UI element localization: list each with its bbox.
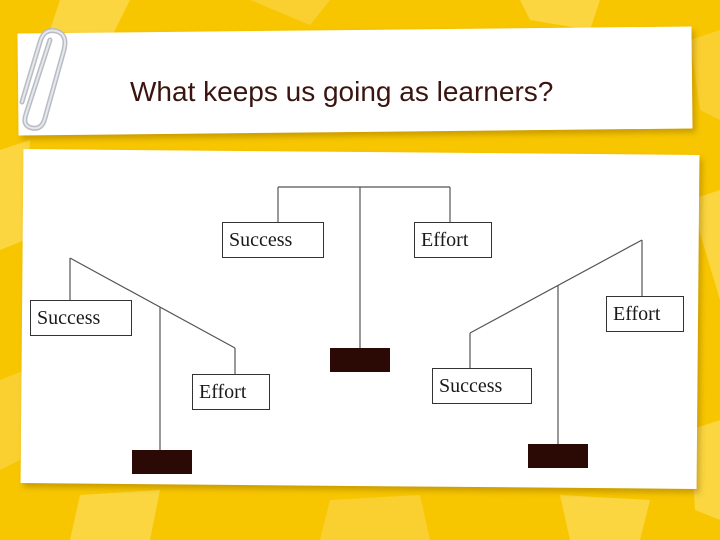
left-heavy-weight [132, 450, 192, 474]
right-heavy-right-label: Effort [606, 296, 684, 332]
balanced-scale [277, 186, 451, 348]
balanced-left-label: Success [222, 222, 324, 258]
balanced-weight [330, 348, 390, 372]
left-heavy-scale [69, 257, 236, 450]
left-heavy-left-label: Success [30, 300, 132, 336]
left-heavy-right-label: Effort [192, 374, 270, 410]
slide-title: What keeps us going as learners? [130, 76, 554, 107]
right-heavy-scale [469, 239, 643, 444]
paperclip-icon [10, 22, 70, 137]
left-heavy-beam [69, 257, 236, 349]
right-heavy-weight [528, 444, 588, 468]
right-heavy-beam [469, 239, 643, 334]
right-heavy-left-label: Success [432, 368, 532, 404]
balanced-right-label: Effort [414, 222, 492, 258]
